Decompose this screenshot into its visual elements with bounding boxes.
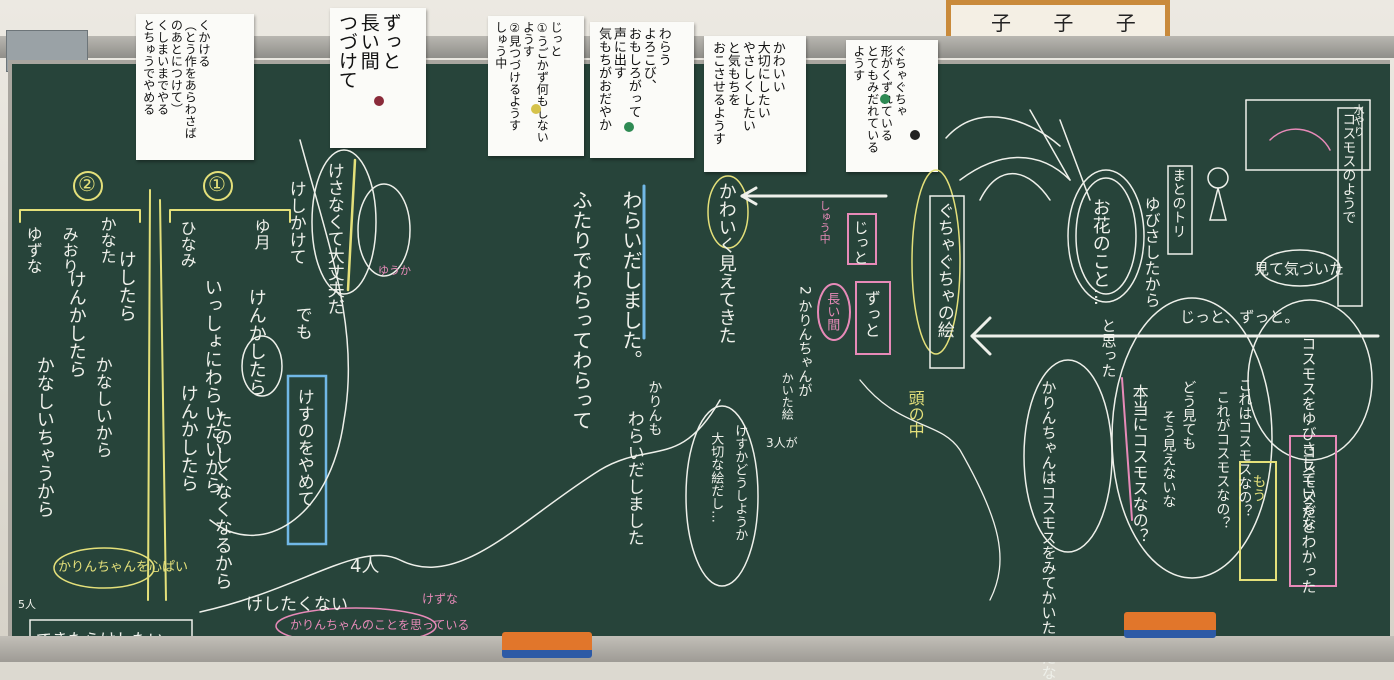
- chalk-mizu: 水やり: [1352, 104, 1366, 137]
- chalk-strokes: [19, 99, 1380, 649]
- chalk-tray: [0, 636, 1394, 662]
- chalk-kanata: かなた: [97, 216, 117, 264]
- chalk-3nin: 3人が: [766, 436, 798, 450]
- word-card-guchagucha: ぐちゃぐちゃ形がくずれているとてもみだれているようす: [846, 40, 938, 172]
- chalk-cosmos: コスモスのようで: [1340, 112, 1357, 224]
- chalk-kesanakute: けさなくて大丈夫だ: [323, 162, 344, 315]
- chalk-waraidashi: わらいだしました。: [619, 190, 643, 370]
- chalk-hinami: ひなみ: [177, 220, 197, 268]
- chalk-issho: いっしょにわらいたいから: [201, 278, 223, 494]
- chalk-kesikakete: けしかけて: [285, 180, 306, 265]
- chalk-2karin: 2 かりんちゃんが: [796, 286, 813, 398]
- chalk-yubisashi: ゆびさしたから: [1141, 196, 1161, 308]
- chalk-yuzuna-note: けずな: [422, 592, 459, 606]
- chalk-number-1: ①: [208, 172, 226, 196]
- chalk-taisetsu: 大切な絵だし…: [708, 432, 724, 523]
- chalk-kanashii: かなしいから: [91, 356, 112, 458]
- chalk-jitto: じっと: [851, 220, 870, 265]
- word-card-warau: わらうよろこび、おもしろがって声に出す気もちがおだやか: [590, 22, 694, 158]
- chalk-korega: これがコスモスなの？: [1214, 390, 1231, 530]
- chalk-atama: 頭の中: [905, 390, 925, 438]
- chalk-kore: これはコスモスなの？: [1236, 378, 1253, 518]
- chalk-kawaiku: かわいく見えてきた: [715, 182, 737, 344]
- eraser[interactable]: [1124, 612, 1216, 638]
- chalk-hontou: 本当にコスモスなの？: [1129, 384, 1149, 544]
- chalk-demo: でも: [291, 306, 312, 340]
- card-text: ぐちゃぐちゃ形がくずれているとてもみだれているようす: [851, 45, 908, 153]
- chalk-cosmosyubi: コスモスをゆびさしているな: [1299, 336, 1318, 531]
- chalk-mite: 見て気づいた: [1254, 260, 1345, 278]
- chalk-doumitemo: どう見ても: [1180, 380, 1197, 450]
- magnet-pin: [374, 96, 384, 106]
- magnet-pin: [910, 130, 920, 140]
- magnet-pin: [624, 122, 634, 132]
- card-text: ずっと長い間つづけて: [335, 13, 402, 89]
- chalk-yuzuna: ゆずな: [23, 226, 43, 274]
- chalk-five-people: 5人: [18, 598, 36, 611]
- chalk-mo: もう: [1250, 474, 1267, 502]
- chalk-shinpai: かりんちゃんを心ぱい: [58, 560, 189, 575]
- chalk-kenka4: けんかしたら: [245, 288, 267, 396]
- chalk-kenka1: けしたら: [115, 250, 137, 322]
- magnet-pin: [531, 104, 541, 114]
- card-text: かわいい大切にしたいやさしくしたいと気もちをおこさせるようす: [709, 41, 785, 145]
- word-card-kawaii: かわいい大切にしたいやさしくしたいと気もちをおこさせるようす: [704, 36, 806, 172]
- chalk-shuuchu: しゅう中: [818, 200, 832, 244]
- chalk-waraidashi2: わらいだしました: [623, 410, 644, 546]
- chalk-zutto: ずっと: [861, 290, 881, 338]
- card-text: くかける（とう作をあらわさばのあとにつけて）くしまいまでやるとちゅうでやめる: [141, 19, 211, 139]
- frame-text: 子 子 子: [991, 11, 1154, 35]
- eraser[interactable]: [502, 632, 592, 658]
- chalk-kesuka: けすかどうしようか: [732, 424, 748, 541]
- chalk-nakanaori: かなしいちゃうから: [33, 356, 55, 518]
- chalk-tanoshiku: たのしくなくなるから: [211, 410, 233, 590]
- chalk-karinchan: かりんちゃんはコスモスをみてかいたんだな: [1039, 380, 1058, 680]
- chalk-kenka-ok: けしたくない: [246, 595, 348, 615]
- magnet-pin: [880, 94, 890, 104]
- word-card-zutto: ずっと長い間つづけて: [330, 8, 426, 148]
- chalk-yuka: ゆうか: [378, 264, 411, 277]
- chalk-miori: みおり: [59, 226, 79, 274]
- chalk-jittozutto: じっと、ずっと。: [1180, 308, 1300, 326]
- chalk-yuzuki: ゆ月: [251, 218, 271, 250]
- chalk-kenka2: けんかしたら: [65, 270, 87, 378]
- chalk-omotta: と思った: [1099, 318, 1118, 378]
- card-text: わらうよろこび、おもしろがって声に出す気もちがおだやか: [595, 27, 671, 131]
- chalk-matoto: まとのトリ: [1170, 168, 1187, 238]
- chalk-kesu: けすのをやめて: [293, 388, 314, 507]
- chalk-number-2: ②: [78, 172, 96, 196]
- chalk-kaita: かいた絵: [780, 372, 795, 420]
- chalk-karin-omou: かりんちゃんのことを思っている: [290, 618, 470, 632]
- chalk-nagaima: 長い間: [824, 292, 840, 331]
- word-card-kakeru: くかける（とう作をあらわさばのあとにつけて）くしまいまでやるとちゅうでやめる: [136, 14, 254, 160]
- chalk-guchagucha: ぐちゃぐちゃの絵: [933, 202, 954, 338]
- chalk-soumienai: そう見えないな: [1160, 410, 1177, 508]
- chalk-karinmo: かりんも: [646, 380, 663, 436]
- chalk-ohana: お花のこと…: [1089, 198, 1111, 306]
- chalk-four-people: 4人: [350, 556, 380, 577]
- chalk-futari: ふたりでわらってわらって: [569, 190, 593, 430]
- chalk-kenka3: けんかしたら: [177, 384, 199, 492]
- chalk-cosmosdato: コスモスだとわかった: [1299, 444, 1318, 594]
